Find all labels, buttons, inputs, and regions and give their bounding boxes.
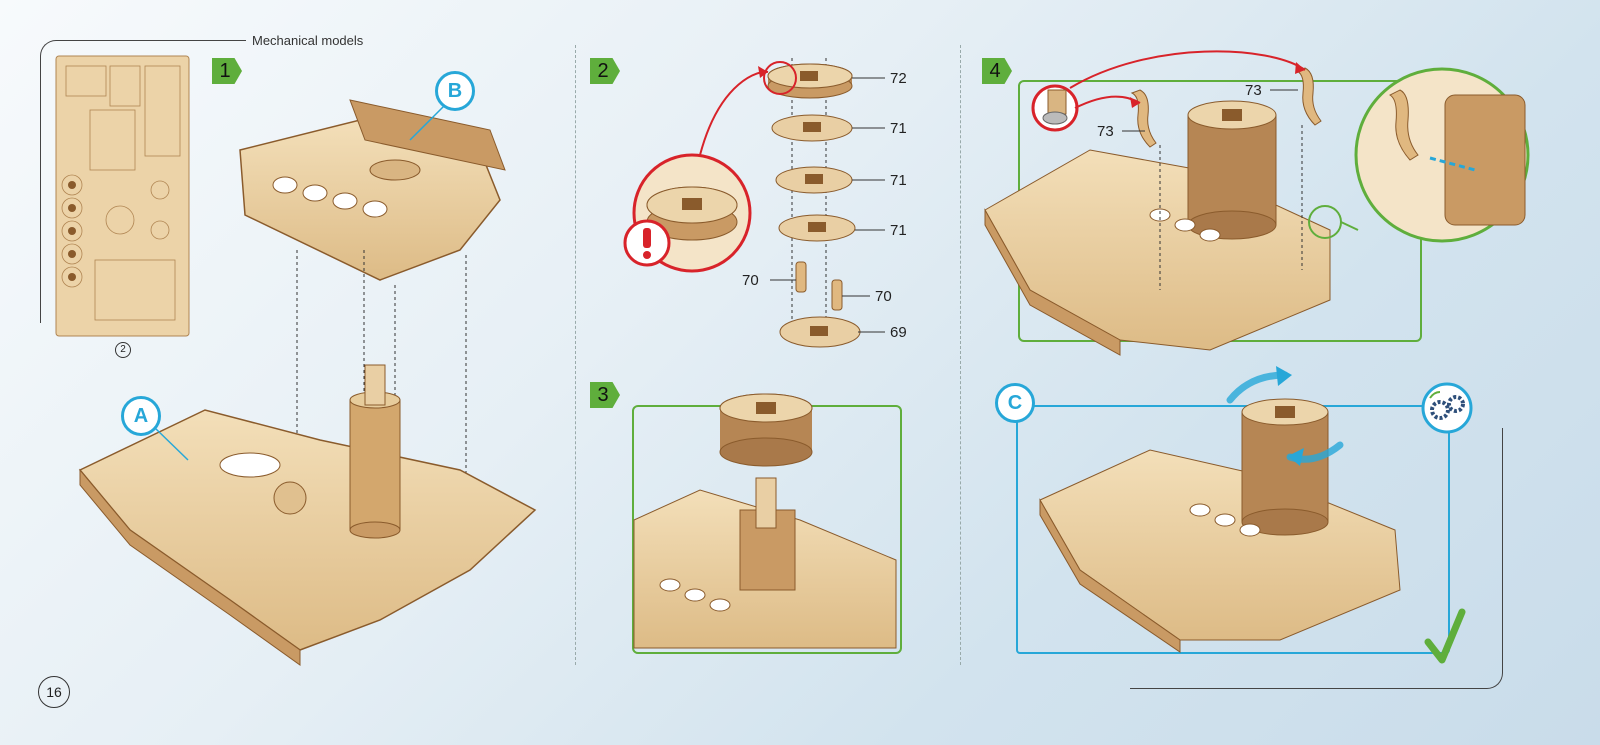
part-label-69: 69: [890, 324, 907, 341]
result-illustration: [1039, 366, 1401, 653]
callout-c: C: [995, 383, 1035, 423]
part-label-71c: 71: [890, 222, 907, 239]
callout-b: B: [435, 71, 475, 111]
part-label-71a: 71: [890, 120, 907, 137]
step2-discs: [632, 58, 885, 348]
divider-2: [960, 45, 961, 665]
header-title: Mechanical models: [252, 33, 364, 48]
result-frame: [1016, 405, 1450, 654]
part-label-73b: 73: [1245, 82, 1262, 99]
gears-icon: [1421, 382, 1473, 434]
bottom-right-frame: [1130, 428, 1503, 689]
page-number: 16: [38, 676, 70, 708]
callout-a: A: [121, 396, 161, 436]
sheet-number: 2: [115, 342, 131, 358]
part-label-70a: 70: [742, 272, 759, 289]
step4-illustration: [984, 50, 1530, 356]
step1-guides: [296, 250, 467, 500]
part-label-73a: 73: [1097, 123, 1114, 140]
part-label-72: 72: [890, 70, 907, 87]
checkmark-icon: [1424, 608, 1466, 664]
step3-illustration: [633, 393, 897, 649]
divider-1: [575, 45, 576, 665]
warning-icon: [623, 219, 671, 267]
part-label-70b: 70: [875, 288, 892, 305]
top-left-frame: [40, 40, 246, 323]
step1-base: [78, 364, 537, 666]
step1-top-module: [239, 99, 506, 281]
part-label-71b: 71: [890, 172, 907, 189]
step-badge-3: 3: [590, 382, 620, 408]
parts-sheet: [55, 55, 190, 337]
